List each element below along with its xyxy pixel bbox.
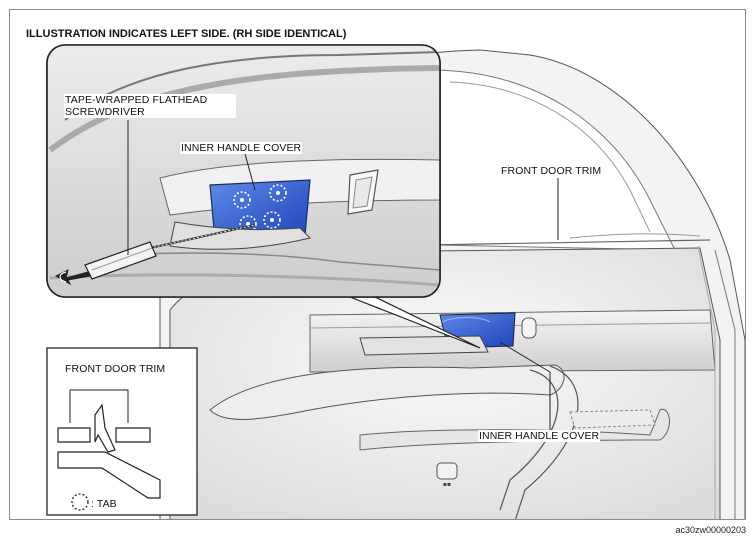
- detail-callout: [46, 44, 481, 349]
- section-inset: [46, 347, 198, 516]
- tab-markers: [233, 184, 287, 233]
- svg-text:▪▪: ▪▪: [443, 481, 451, 488]
- inset-legend-tab: : TAB: [91, 498, 117, 510]
- inset-front-door-trim-label: FRONT DOOR TRIM: [65, 363, 166, 375]
- callout-inner-handle-cover: INNER HANDLE COVER: [478, 430, 601, 442]
- callout-front-door-trim: FRONT DOOR TRIM: [500, 165, 603, 177]
- diagram-art: ▪▪: [46, 44, 745, 519]
- image-code: ac30zw00000203: [675, 525, 746, 535]
- leader-lines: [127, 120, 559, 432]
- callout-inner-handle-cover-detail: INNER HANDLE COVER: [180, 142, 303, 154]
- diagram-frame: ▪▪: [9, 9, 746, 520]
- diagram-title: ILLUSTRATION INDICATES LEFT SIDE. (RH SI…: [26, 28, 347, 40]
- callout-screwdriver: TAPE-WRAPPED FLATHEAD SCREWDRIVER: [64, 94, 236, 118]
